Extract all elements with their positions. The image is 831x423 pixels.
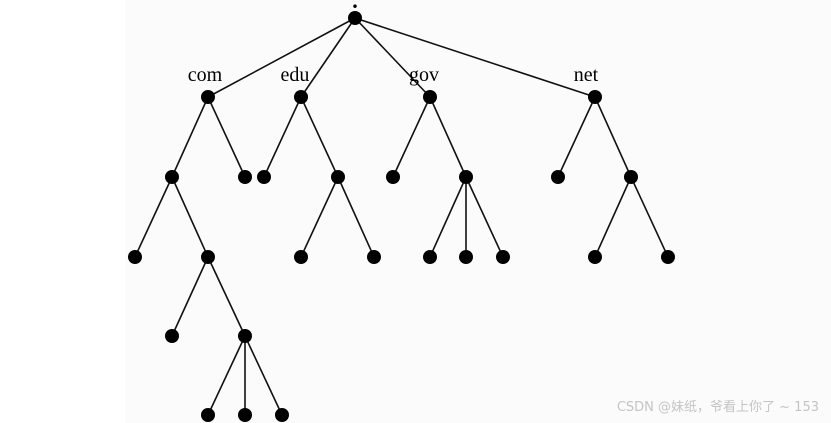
tree-node — [386, 170, 400, 184]
edge — [429, 96, 467, 178]
tree-node — [551, 170, 565, 184]
tree-node — [331, 170, 345, 184]
edge — [429, 176, 467, 258]
edu-node — [294, 90, 308, 104]
tree-nodes — [128, 11, 675, 422]
tree-node — [459, 250, 473, 264]
label-gov: gov — [409, 64, 439, 86]
edge-root-com — [207, 17, 356, 98]
edge — [171, 176, 209, 258]
gov-node — [423, 90, 437, 104]
edge — [207, 335, 246, 416]
tree-labels: . com edu gov net — [188, 0, 599, 86]
tree-node — [294, 250, 308, 264]
edge — [465, 176, 504, 258]
edge — [392, 96, 431, 178]
label-com: com — [188, 64, 223, 86]
tree-node — [496, 250, 510, 264]
tree-node — [165, 170, 179, 184]
tree-node — [367, 250, 381, 264]
tree-edges — [134, 17, 669, 416]
root-label: . — [352, 0, 358, 13]
edge-root-net — [354, 17, 596, 98]
tree-node — [165, 329, 179, 343]
diagram-background — [125, 0, 831, 423]
tree-node — [624, 170, 638, 184]
edge — [594, 96, 632, 178]
com-node — [201, 90, 215, 104]
net-node — [588, 90, 602, 104]
edge — [630, 176, 669, 258]
edge — [134, 176, 173, 258]
tree-node — [238, 329, 252, 343]
csdn-watermark: CSDN @妹纸，爷看上你了 ~ 153 — [616, 400, 819, 415]
root-node — [348, 11, 362, 25]
edge — [594, 176, 632, 258]
tree-node — [201, 250, 215, 264]
edge — [337, 176, 375, 258]
edge — [207, 256, 246, 337]
tree-node — [128, 250, 142, 264]
edge — [171, 256, 209, 337]
tree-node — [588, 250, 602, 264]
edge — [263, 96, 302, 178]
tree-node — [201, 408, 215, 422]
edge — [557, 96, 596, 178]
tree-node — [661, 250, 675, 264]
tree-node — [423, 250, 437, 264]
edge — [300, 96, 339, 178]
tree-node — [275, 408, 289, 422]
tree-node — [238, 170, 252, 184]
edge — [207, 96, 246, 178]
edge-root-gov — [354, 17, 431, 98]
label-edu: edu — [281, 64, 310, 86]
label-net: net — [574, 64, 599, 86]
edge-root-edu — [300, 17, 356, 98]
tree-node — [238, 408, 252, 422]
edge — [244, 335, 283, 416]
tree-node — [459, 170, 473, 184]
edge — [300, 176, 339, 258]
edge — [171, 96, 209, 178]
tree-node — [257, 170, 271, 184]
